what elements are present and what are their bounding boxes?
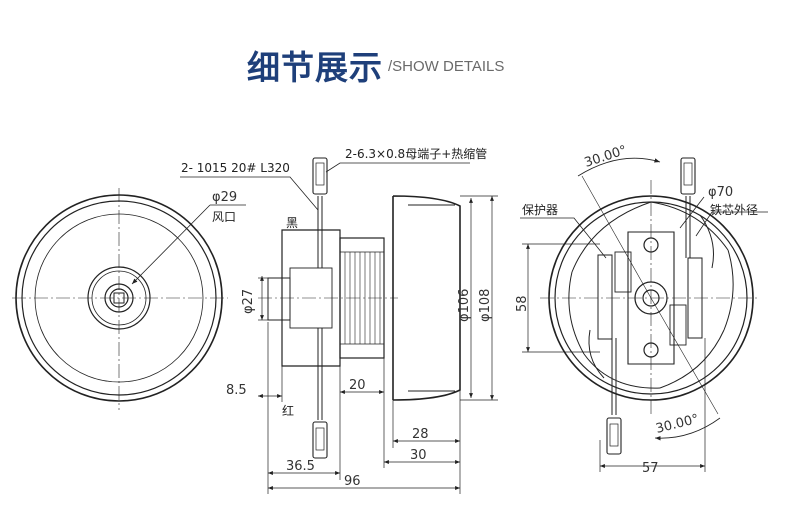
dim-d108: φ108 [478,289,493,322]
core-outer-dia-label: 铁芯外径 [710,203,758,217]
black-wire-label: 黑 [286,216,298,230]
angle-top: 30.00° [583,143,629,171]
dim-20: 20 [349,378,366,393]
protector-label: 保护器 [522,203,558,217]
dim-96: 96 [344,474,361,489]
dim-30: 30 [410,448,427,463]
dim-d27: φ27 [241,289,256,314]
dim-8-5: 8.5 [226,383,247,398]
red-wire-label: 红 [282,403,294,418]
cable-spec-label: 2- 1015 20# L320 [181,161,290,175]
dim-d29: φ29 [212,190,237,205]
dim-28: 28 [412,427,429,442]
dim-36-5: 36.5 [286,459,315,474]
dim-58: 58 [515,295,530,312]
rear-dimension-lines [522,243,706,472]
dim-d106: φ106 [457,289,472,322]
section-header: 细节展示 /SHOW DETAILS [0,30,790,90]
rear-view [520,157,768,455]
angle-bottom: 30.00° [654,412,700,437]
dim-57: 57 [642,461,659,476]
section-subtitle: /SHOW DETAILS [388,58,505,75]
air-outlet-label: 风口 [212,210,236,224]
terminal-spec-label: 2-6.3×0.8母端子+热缩管 [345,146,487,161]
side-dimension-lines [258,195,498,494]
front-view [12,188,246,410]
dim-d70: φ70 [708,185,733,200]
section-title: 细节展示 [247,48,383,87]
